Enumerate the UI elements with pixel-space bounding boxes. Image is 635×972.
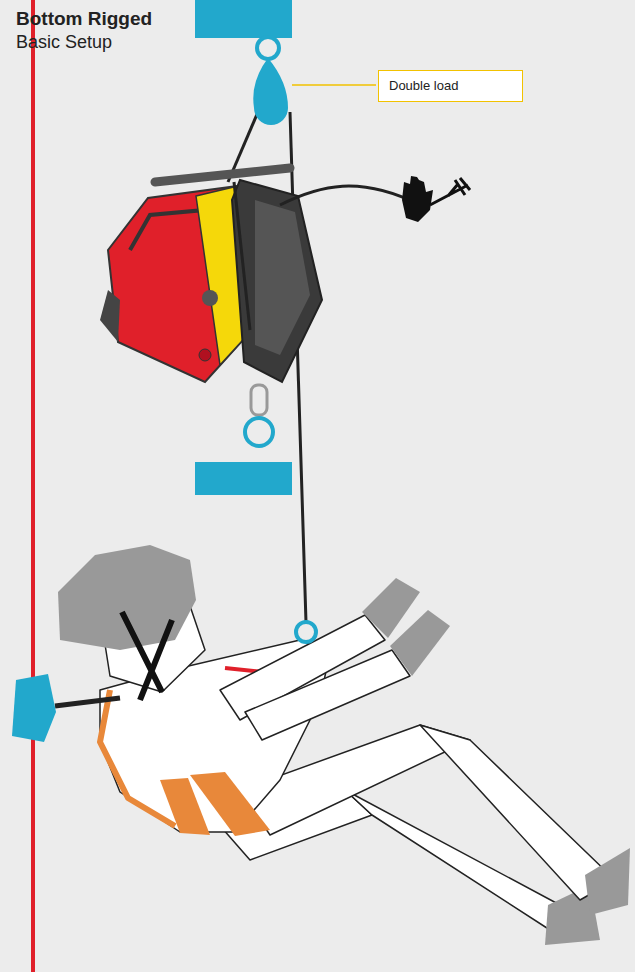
leader-line xyxy=(292,84,376,86)
rope xyxy=(290,112,306,622)
pulley xyxy=(253,58,288,125)
worker xyxy=(12,545,630,945)
anchor-ring xyxy=(257,37,279,59)
rope-end xyxy=(430,178,470,205)
carabiner xyxy=(251,385,267,415)
subtitle: Basic Setup xyxy=(16,32,112,53)
bottom-anchor xyxy=(195,462,292,495)
red-rope xyxy=(31,0,35,972)
title: Bottom Rigged xyxy=(16,8,152,30)
hand xyxy=(402,176,433,222)
anchor-ring xyxy=(245,418,273,446)
callout-box: Double load xyxy=(378,70,523,102)
tail-rope xyxy=(280,186,420,205)
top-anchor xyxy=(195,0,292,38)
callout-text: Double load xyxy=(389,78,512,93)
